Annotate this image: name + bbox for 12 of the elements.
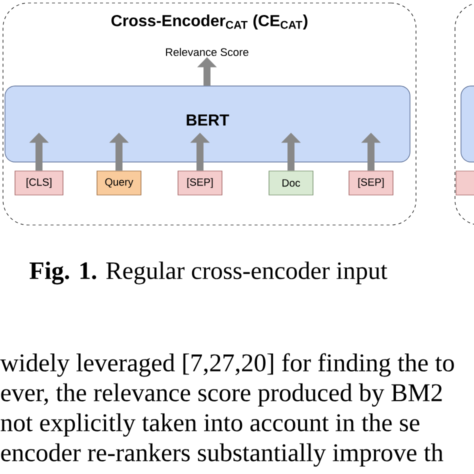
- token-box: Doc: [268, 170, 314, 196]
- body-text: ever, the relevance score produced by BM2: [1, 383, 442, 407]
- token-box: Query: [96, 170, 142, 196]
- figure-caption: Fig. 1. Regular cross-encoder input: [30, 262, 388, 284]
- token-box: [SEP]: [348, 170, 394, 196]
- body-text: not explicitly taken into account in the se: [0, 413, 420, 437]
- output-label: Relevance Score: [166, 48, 248, 56]
- model-band: BERT: [4, 86, 410, 162]
- body-text: encoder re-rankers substantially improve th: [1, 443, 444, 467]
- body-text: widely leveraged [7,27,20] for finding the to: [0, 353, 454, 377]
- token-box: [CLS]: [14, 170, 64, 196]
- token-box: [SEP]: [178, 170, 222, 196]
